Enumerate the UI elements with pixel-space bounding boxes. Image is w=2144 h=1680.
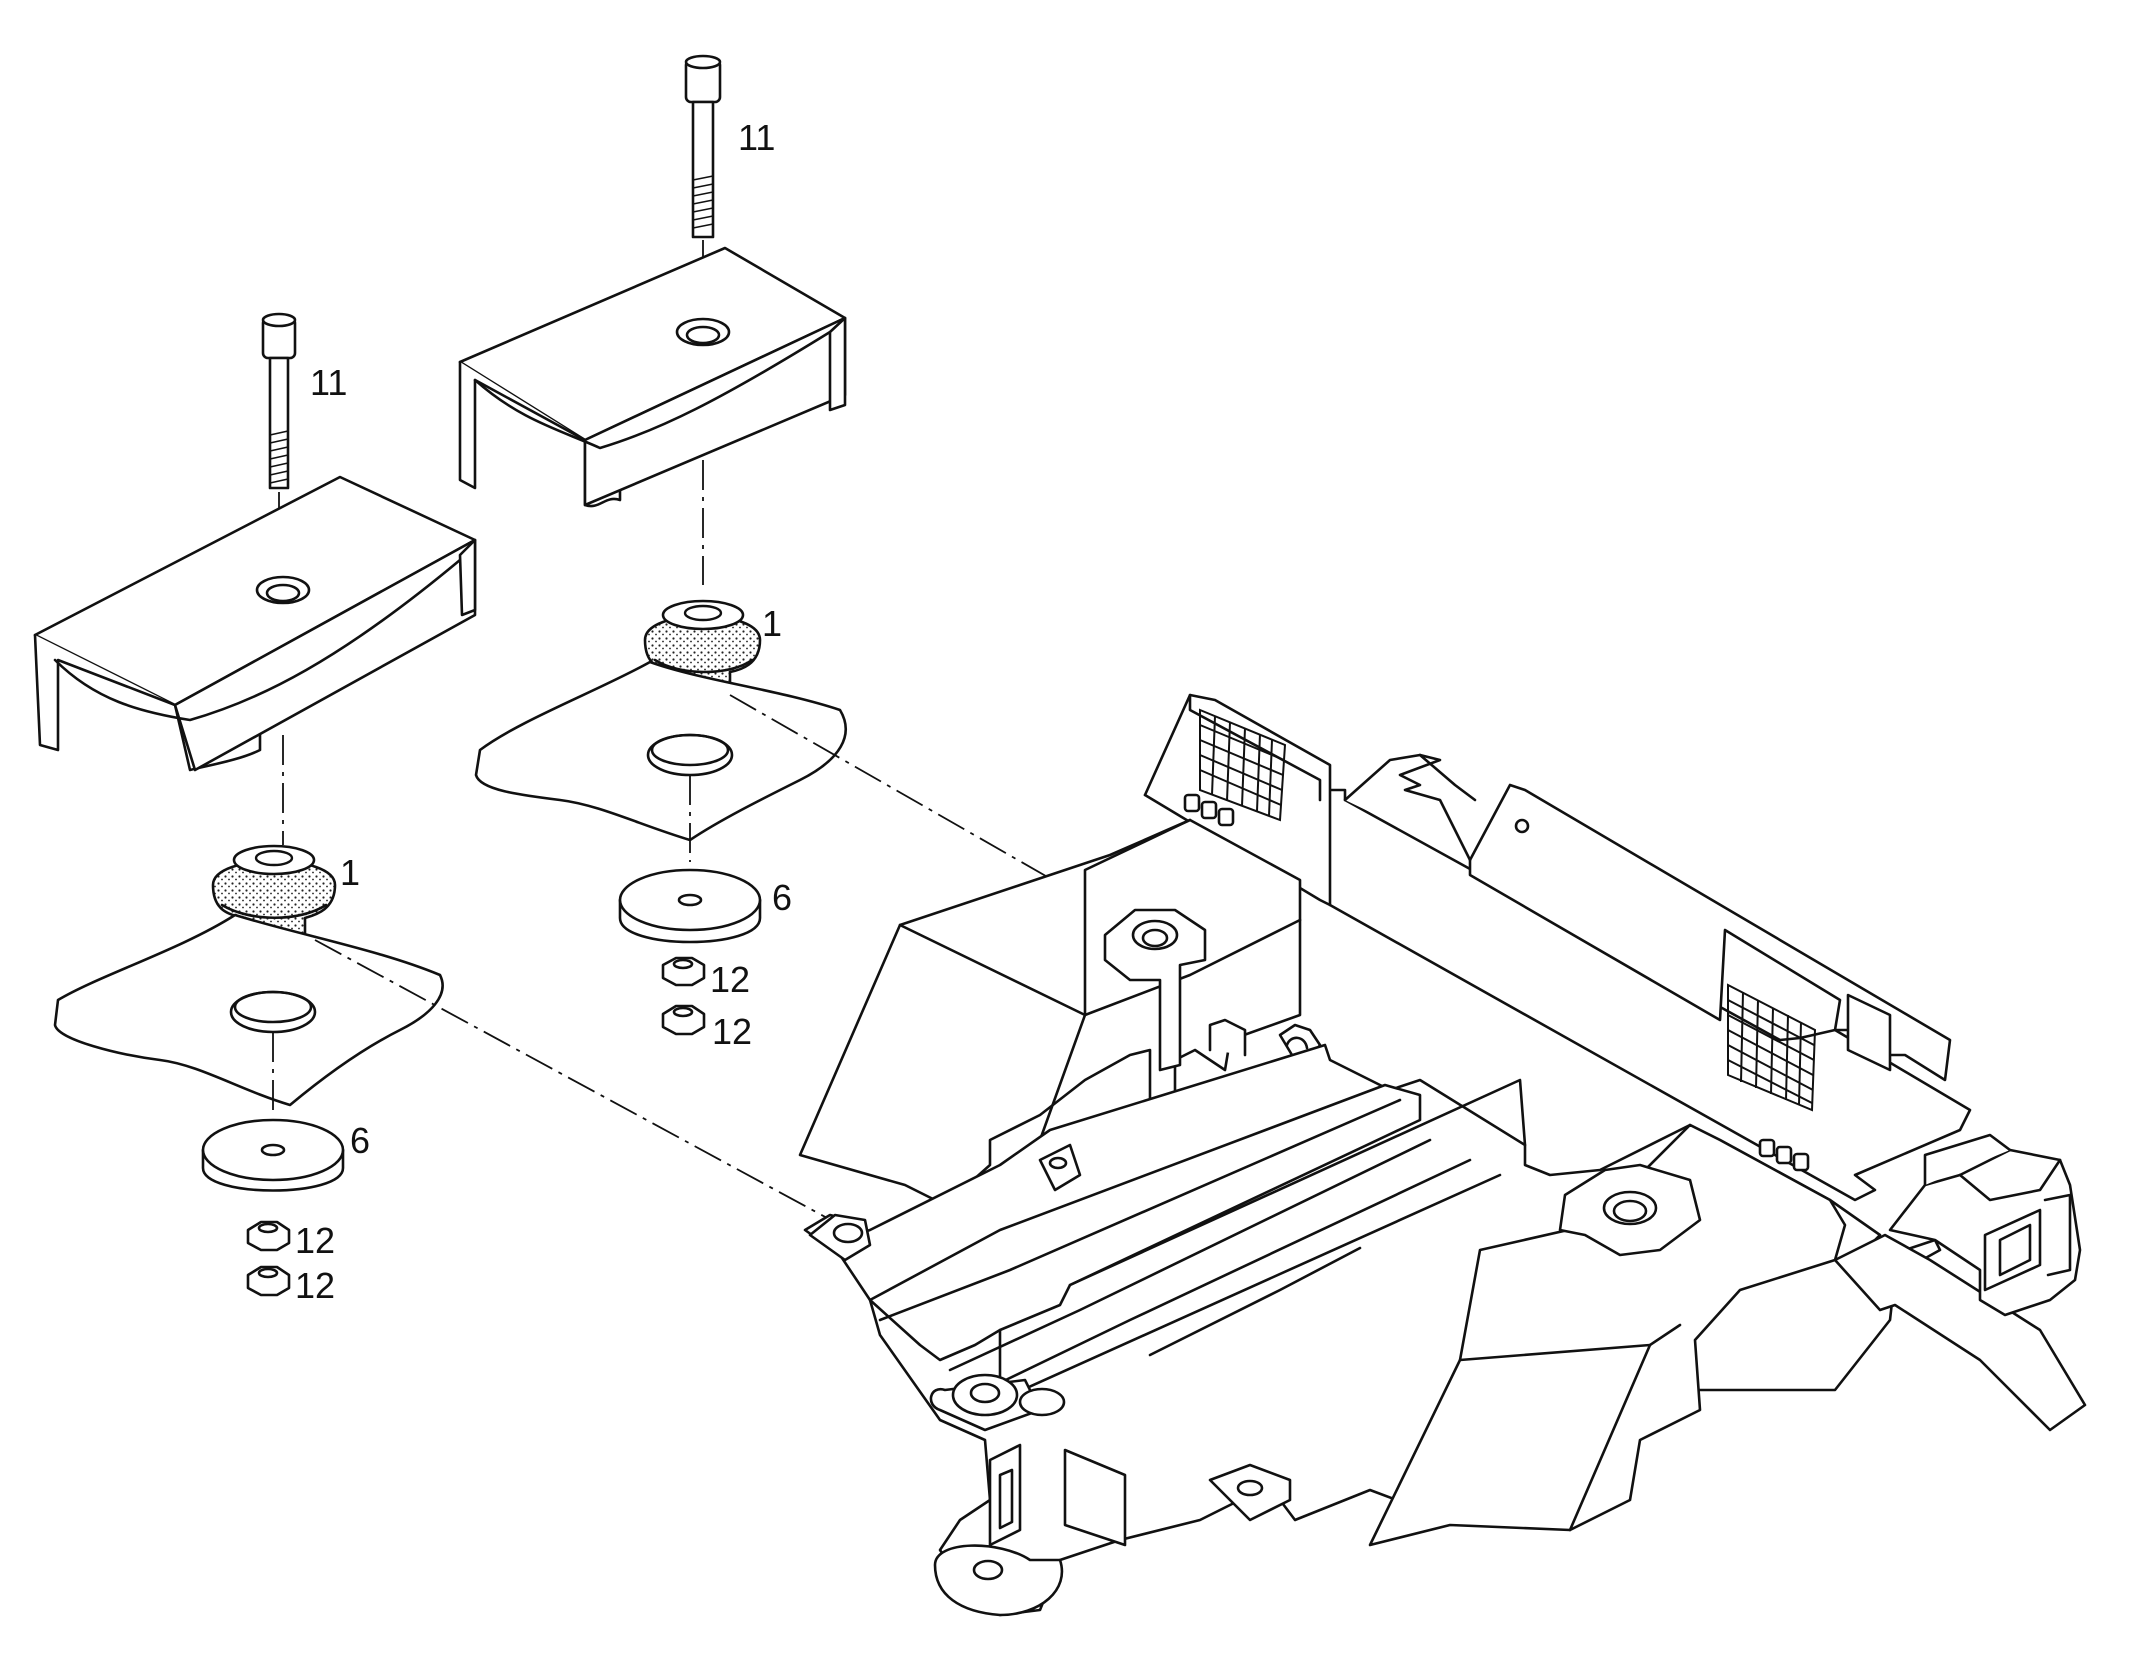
nuts-upper: [661, 956, 706, 1036]
washer-upper: [618, 868, 762, 944]
callout-11-lower: 11: [310, 362, 348, 403]
rubber-mount-lower: [211, 844, 337, 955]
callout-1-upper: 1: [762, 603, 783, 644]
washer-lower: [201, 1118, 345, 1192]
callout-12-upper-a: 12: [710, 959, 751, 1000]
rubber-mount-upper: [643, 599, 762, 703]
vent-grid-right: [1727, 983, 1892, 1172]
callout-6-lower: 6: [350, 1120, 371, 1161]
callout-12-upper-b: 12: [712, 1011, 753, 1052]
nuts-lower: [246, 1220, 291, 1297]
leader-lower-to-chassis: [314, 939, 841, 1226]
lower-mount-assembly: [33, 312, 477, 1297]
upper-mount-assembly: [458, 54, 847, 1036]
saddle-bracket-lower: [33, 475, 477, 772]
saddle-bracket-upper: [458, 246, 847, 508]
bolt-lower: [261, 312, 297, 490]
callout-12-lower-b: 12: [295, 1265, 336, 1306]
bolt-upper: [684, 54, 722, 239]
callout-11-upper: 11: [738, 117, 776, 158]
callout-12-lower-a: 12: [295, 1220, 336, 1261]
plate-lower: [53, 913, 444, 1107]
callout-6-upper: 6: [772, 877, 793, 918]
callout-1-lower: 1: [340, 852, 361, 893]
vent-grid-left: [1183, 708, 1287, 827]
plate-upper: [474, 660, 847, 842]
chassis-frame: [798, 693, 2087, 1617]
